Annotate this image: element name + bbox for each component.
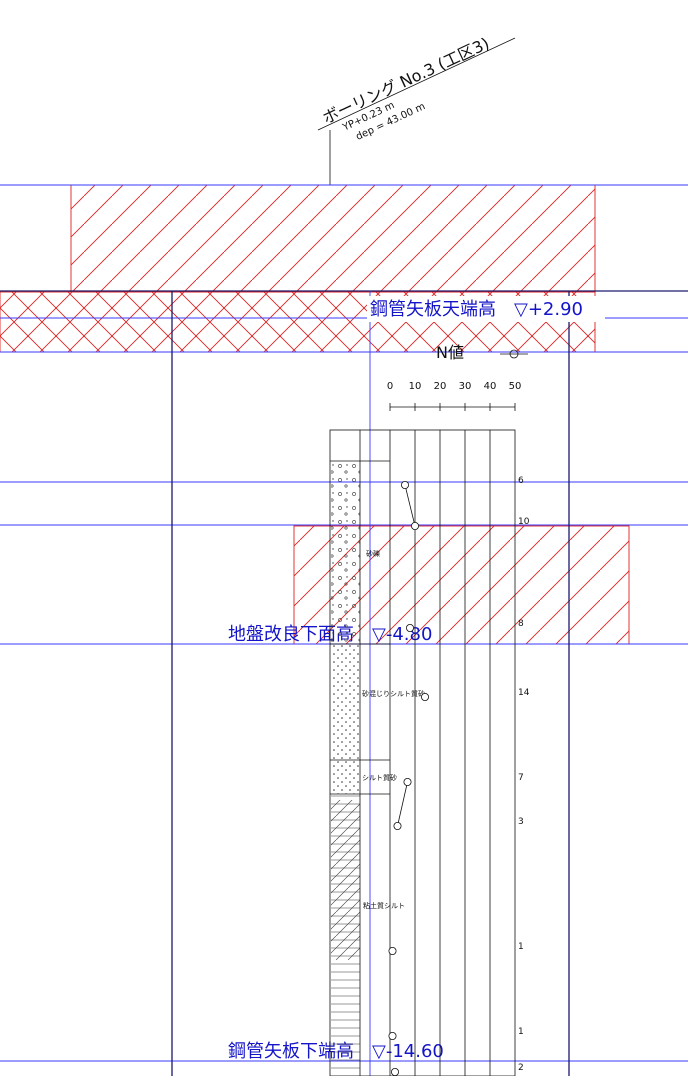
n-value-point-3 [420, 693, 429, 702]
n-value-point-6 [388, 947, 397, 956]
n-value-point-1 [410, 522, 419, 531]
boring-title-block: ボーリング No.3 (工区3) YP+0.23 m dep = 43.00 m [317, 34, 516, 185]
n-value-ticks: 0 10 20 30 40 50 [387, 381, 522, 411]
boring-log: 砂礫 砂混じりシルト質砂 シルト質砂 粘土質シルト [329, 429, 516, 1076]
n-value-label-3: 14 [518, 688, 530, 698]
upper-hatch-zone [70, 184, 596, 293]
soil-name-2: 砂混じりシルト質砂 [362, 689, 425, 698]
soil-sand-pattern [331, 644, 360, 794]
n-value-label-0: 6 [518, 476, 524, 486]
n-tick-label-1: 10 [409, 381, 422, 392]
n-value-point-4 [403, 778, 412, 787]
n-value-point-5 [393, 822, 402, 831]
n-value-label-5: 3 [518, 817, 524, 827]
n-value-label-8: 2 [518, 1063, 524, 1073]
n-value-point-2 [405, 624, 414, 633]
n-value-point-7 [388, 1032, 397, 1041]
n-value-label-6: 1 [518, 942, 524, 952]
boring-title-underline [317, 37, 516, 131]
soil-clay-diag-pattern [331, 800, 360, 960]
soil-gravel-pattern [331, 461, 360, 643]
soil-name-3: シルト質砂 [362, 773, 397, 782]
n-value-point-8 [391, 1068, 399, 1076]
n-value-header: N値 [436, 343, 464, 362]
n-tick-label-3: 30 [459, 381, 472, 392]
n-value-plot: 6 10 8 14 7 3 1 1 2 [388, 476, 530, 1076]
pile-top-label-bg [367, 296, 605, 322]
n-value-label-2: 8 [518, 619, 524, 629]
soil-name-4: 粘土質シルト [363, 901, 405, 910]
n-value-legend-marker [509, 349, 519, 359]
soil-name-1: 砂礫 [366, 549, 380, 558]
n-tick-label-0: 0 [387, 381, 393, 392]
n-value-label-4: 7 [518, 773, 524, 783]
n-tick-label-5: 50 [509, 381, 522, 392]
n-tick-label-4: 40 [484, 381, 497, 392]
n-value-segment-0 [404, 484, 416, 527]
n-value-segment-1 [397, 781, 408, 827]
n-value-point-0 [400, 480, 409, 489]
pile-frame [0, 290, 688, 1076]
pile-top-label: 鋼管矢板天端高 ▽+2.90 [370, 299, 583, 320]
n-value-label-7: 1 [518, 1027, 524, 1037]
n-tick-label-2: 20 [434, 381, 447, 392]
n-value-label-1: 10 [518, 517, 530, 527]
